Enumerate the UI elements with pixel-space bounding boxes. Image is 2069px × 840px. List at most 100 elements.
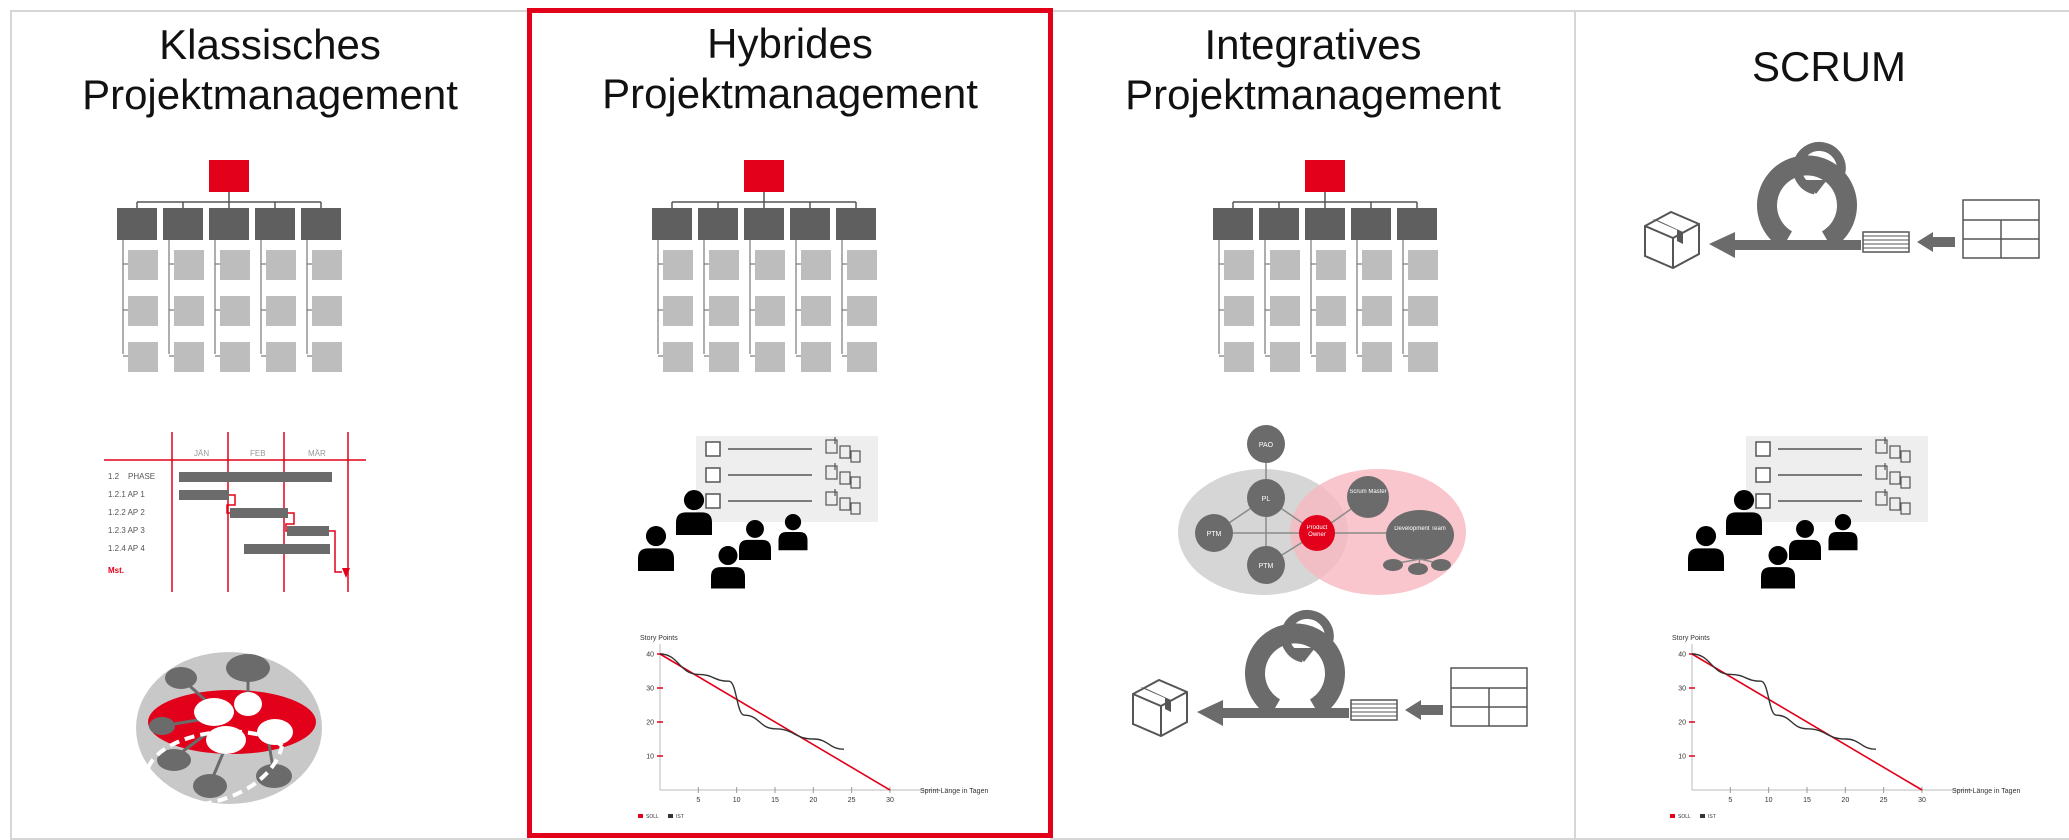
- gantt-chart: JÄN FEB MÄR 1.2 PHASE 1.2.1 AP 1 1.2.2 A…: [104, 432, 366, 592]
- org-leaf: [220, 296, 250, 326]
- legend-soll-swatch: [638, 814, 643, 818]
- legend-ist: IST: [676, 814, 684, 820]
- org-leaf: [312, 250, 342, 280]
- sprint-backlog-icon: [1350, 699, 1398, 721]
- org-node: [836, 208, 876, 240]
- person-icon: [739, 520, 771, 560]
- y-axis-label: Story Points: [640, 635, 678, 642]
- team-diagram: PAO PL PTM PTM Product Owner Scrum Maste…: [1178, 425, 1466, 595]
- scrum-cycle-scrum: [1644, 141, 2040, 270]
- org-leaf: [220, 342, 250, 372]
- org-leaf: [128, 342, 158, 372]
- sticky-note-icon: [825, 465, 838, 480]
- org-leaf: [709, 296, 739, 326]
- org-leaf: [1316, 250, 1346, 280]
- checkbox-icon: [705, 493, 721, 509]
- person-icon: [676, 490, 712, 535]
- org-leaf: [1362, 342, 1392, 372]
- team-checklist-scrum: [1688, 436, 1928, 589]
- org-leaf: [1408, 296, 1438, 326]
- arrow-left-icon: [1197, 700, 1349, 726]
- network-node: [165, 667, 197, 689]
- gantt-bar: [179, 472, 332, 482]
- gantt-row-label: 1.2.2 AP 2: [108, 508, 145, 517]
- y-tick-label: 40: [646, 652, 654, 659]
- x-tick-label: 20: [809, 797, 817, 804]
- org-leaf: [128, 296, 158, 326]
- y-tick-label: 20: [1678, 720, 1686, 727]
- arrow-left-icon: [1405, 700, 1443, 720]
- network-dashed: [201, 745, 284, 806]
- person-icon: [1688, 526, 1724, 571]
- team-node-ptm: [1195, 514, 1233, 552]
- y-axis-label: Story Points: [1672, 635, 1710, 642]
- checkbox-icon: [705, 441, 721, 457]
- network-node: [257, 719, 293, 745]
- network-dashed: [146, 729, 284, 769]
- network-node: [194, 698, 234, 726]
- team-subnode: [1383, 559, 1403, 571]
- x-axis-label: Sprint-Länge in Tagen: [920, 788, 988, 795]
- gantt-row-label: 1.2.3 AP 3: [108, 526, 145, 535]
- daily-cycle-icon: [1280, 609, 1334, 663]
- org-leaf: [1316, 342, 1346, 372]
- org-leaf: [1224, 296, 1254, 326]
- gantt-row-label: 1.2.4 AP 4: [108, 544, 145, 553]
- gantt-bar: [244, 544, 330, 554]
- org-chart-hybrid: [652, 160, 877, 372]
- column-title: Integratives Projektmanagement: [1052, 20, 1574, 120]
- person-icon: [1828, 514, 1858, 551]
- gantt-month: MÄR: [308, 449, 326, 458]
- team-subnode: [1431, 559, 1451, 571]
- arrow-left-icon: [1917, 232, 1955, 252]
- series-ist-line: [1691, 653, 1877, 750]
- org-leaf: [1224, 250, 1254, 280]
- checkbox-icon: [1755, 467, 1771, 483]
- org-node: [652, 208, 692, 240]
- gantt-row-label: 1.2.1 AP 1: [108, 490, 145, 499]
- gantt-dependency: [226, 494, 236, 514]
- checklist-panel: [696, 436, 878, 522]
- x-tick-label: 20: [1841, 797, 1849, 804]
- team-subnode: [1408, 563, 1428, 575]
- team-label: Scrum Master: [1349, 489, 1387, 495]
- org-node: [1351, 208, 1391, 240]
- legend-soll-swatch: [1670, 814, 1675, 818]
- title-line1: Klassisches: [159, 21, 381, 68]
- legend-ist-swatch: [1700, 814, 1705, 818]
- org-leaf: [663, 296, 693, 326]
- team-label: Development Team: [1394, 526, 1446, 532]
- legend-ist-swatch: [668, 814, 673, 818]
- title-line1: Integratives: [1204, 21, 1422, 68]
- org-node: [744, 208, 784, 240]
- org-leaf: [755, 296, 785, 326]
- y-tick-label: 10: [646, 754, 654, 761]
- org-leaf: [1316, 296, 1346, 326]
- org-chart-klassisch: [117, 160, 342, 372]
- org-leaf: [801, 296, 831, 326]
- product-box-icon: [1132, 678, 1188, 738]
- x-tick-label: 10: [733, 797, 741, 804]
- team-label: PL: [1262, 496, 1271, 503]
- gantt-row-label: Mst.: [108, 566, 124, 575]
- checklist-panel: [1746, 436, 1928, 522]
- org-leaf: [755, 250, 785, 280]
- x-axis-label: Sprint-Länge in Tagen: [1952, 788, 2020, 795]
- gantt-bar: [179, 490, 229, 500]
- legend-soll: SOLL: [646, 814, 659, 820]
- network-node: [149, 717, 175, 735]
- org-root: [744, 160, 784, 192]
- org-root: [1305, 160, 1345, 192]
- org-node: [209, 208, 249, 240]
- scrum-cycle-integrativ: [1132, 609, 1528, 738]
- org-leaf: [1362, 250, 1392, 280]
- org-leaf: [220, 250, 250, 280]
- y-tick-label: 30: [1678, 686, 1686, 693]
- title-line2: Projektmanagement: [82, 71, 458, 118]
- org-node: [117, 208, 157, 240]
- org-node: [1397, 208, 1437, 240]
- x-tick-label: 5: [696, 797, 700, 804]
- gantt-month: FEB: [250, 449, 266, 458]
